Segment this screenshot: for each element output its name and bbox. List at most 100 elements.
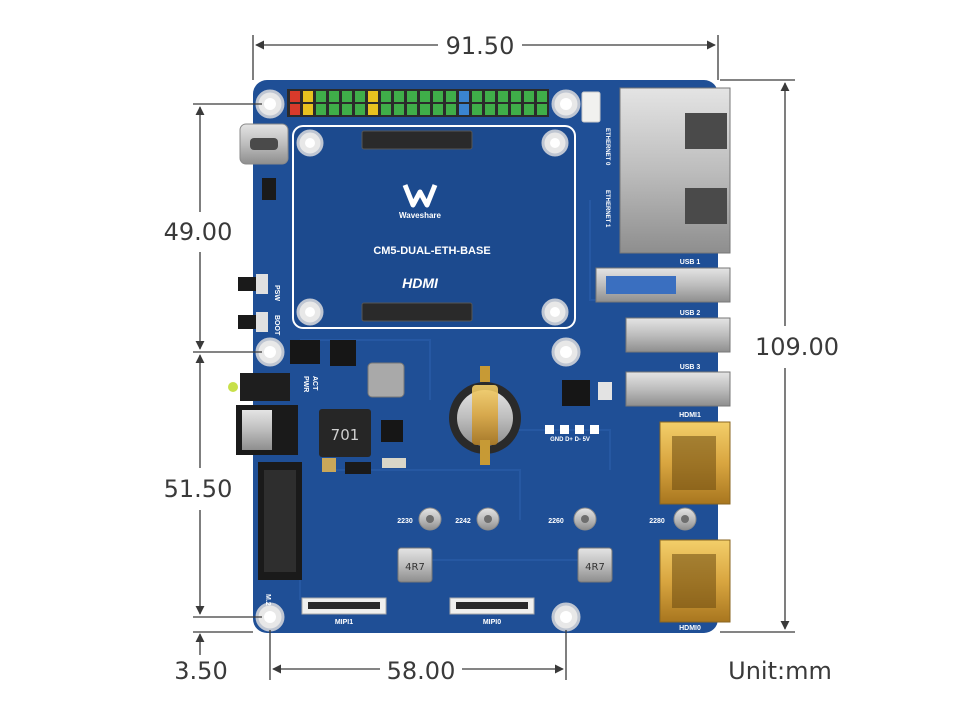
mipi0-connector — [449, 597, 535, 615]
dim-bottom-offset: 3.50 — [174, 657, 227, 685]
gpio-pin — [368, 104, 378, 115]
gpio-pin — [342, 104, 352, 115]
gpio-pin — [459, 91, 469, 102]
gpio-pin — [303, 91, 313, 102]
gpio-pin — [420, 91, 430, 102]
gpio-pin — [433, 104, 443, 115]
b2b-connector-bottom — [361, 302, 473, 322]
pcb-board — [253, 80, 718, 633]
gpio-pin — [303, 104, 313, 115]
dim-bottom-width: 58.00 — [387, 657, 456, 685]
svg-text:4R7: 4R7 — [585, 562, 605, 573]
boot-label: BOOT — [273, 315, 280, 336]
gpio-header — [287, 89, 549, 117]
m2-label: M.2 — [264, 594, 271, 606]
standoff-2242-label: 2242 — [455, 518, 471, 525]
chip — [381, 420, 403, 442]
m2-slot — [258, 462, 302, 580]
inductor-4r7-b: 4R7 — [577, 547, 613, 583]
psw-button — [238, 274, 268, 294]
coin-cell-holder — [449, 366, 521, 465]
inductor-701: 701 — [319, 409, 371, 457]
usb2-port — [625, 317, 731, 353]
usb1-port — [595, 267, 731, 303]
gpio-pin — [485, 91, 495, 102]
psw-label: PSW — [273, 285, 280, 301]
standoff-2260-label: 2260 — [548, 518, 564, 525]
chip — [322, 458, 336, 472]
gpio-pin — [316, 104, 326, 115]
gpio-pin — [498, 104, 508, 115]
chip — [382, 458, 406, 468]
gpio-pin — [290, 104, 300, 115]
usb1-label: USB 1 — [680, 259, 701, 266]
gpio-pin — [446, 91, 456, 102]
inductor-grey — [367, 362, 405, 398]
gpio-pin — [485, 104, 495, 115]
gpio-pin — [511, 104, 521, 115]
usb-debug-pads — [545, 425, 599, 434]
b2b-connector-top — [361, 130, 473, 150]
chip — [345, 462, 371, 474]
unit-label: Unit:mm — [728, 657, 832, 685]
dim-right-height: 109.00 — [755, 333, 839, 361]
gpio-pin — [459, 104, 469, 115]
gpio-pin — [316, 91, 326, 102]
act-label: ACT — [311, 376, 318, 391]
dim-left-upper: 49.00 — [164, 218, 233, 246]
gpio-pin — [524, 104, 534, 115]
gpio-pin — [381, 104, 391, 115]
led-green — [228, 382, 238, 392]
gpio-pin — [472, 104, 482, 115]
mipi1-label: MIPI1 — [335, 619, 353, 626]
gpio-pin — [446, 104, 456, 115]
gpio-pin — [381, 91, 391, 102]
svg-text:701: 701 — [331, 426, 360, 444]
usb2-label: USB 2 — [680, 310, 701, 317]
dim-left-lower: 51.50 — [164, 475, 233, 503]
chip — [598, 382, 612, 400]
waveshare-logo: Waveshare — [399, 184, 442, 220]
gpio-pin — [420, 104, 430, 115]
hdmi0-label: HDMI0 — [679, 625, 701, 632]
gpio-pin — [290, 91, 300, 102]
hdmi1-port — [659, 421, 731, 505]
cm5-module-outline — [292, 125, 576, 329]
gpio-pin — [355, 104, 365, 115]
standoff-2230-label: 2230 — [397, 518, 413, 525]
hdmi-logo: HDMI — [402, 275, 439, 291]
gpio-pin — [368, 91, 378, 102]
svg-text:4R7: 4R7 — [405, 562, 425, 573]
usb3-label: USB 3 — [680, 364, 701, 371]
svg-text:Waveshare: Waveshare — [399, 211, 442, 220]
chip — [262, 178, 276, 200]
chip — [290, 340, 320, 364]
usb3-port — [625, 371, 731, 407]
gpio-pin — [407, 104, 417, 115]
pwr-label: PWR — [302, 376, 309, 392]
chip — [330, 340, 356, 366]
gpio-pin — [342, 91, 352, 102]
gpio-pin — [394, 104, 404, 115]
hdmi0-port — [659, 539, 731, 623]
gpio-pin — [524, 91, 534, 102]
board-model-label: CM5-DUAL-ETH-BASE — [373, 245, 490, 257]
gpio-pin — [433, 91, 443, 102]
ethernet-port — [619, 87, 731, 254]
gpio-pin — [537, 91, 547, 102]
dc-jack — [236, 405, 298, 455]
gpio-pin — [329, 91, 339, 102]
gpio-pin — [355, 91, 365, 102]
gpio-pin — [407, 91, 417, 102]
fan-connector — [581, 91, 601, 123]
gpio-pin — [498, 91, 508, 102]
gpio-pin — [394, 91, 404, 102]
ethernet0-label: ETHERNET 0 — [604, 128, 610, 166]
mipi0-label: MIPI0 — [483, 619, 501, 626]
inductor-4r7-a: 4R7 — [397, 547, 433, 583]
boot-button — [238, 312, 268, 332]
chip — [562, 380, 590, 406]
gpio-pin — [472, 91, 482, 102]
usb-debug-label: GND D+ D- 5V — [550, 437, 590, 443]
